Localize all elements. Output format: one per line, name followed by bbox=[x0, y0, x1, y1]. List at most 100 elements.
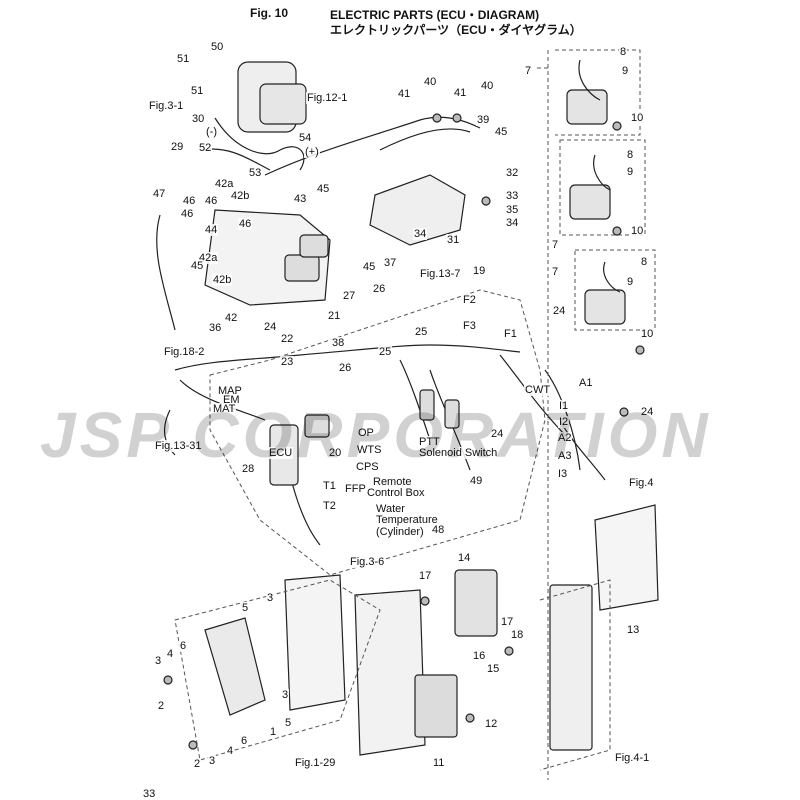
callout-25: 25 bbox=[378, 346, 393, 358]
callout-positive: (+) bbox=[304, 146, 320, 158]
callout-T1: T1 bbox=[322, 480, 337, 492]
callout-41: 41 bbox=[397, 88, 412, 100]
rectifier-shape bbox=[414, 674, 458, 738]
callout-I2: I2 bbox=[558, 416, 570, 428]
callout-4: 4 bbox=[226, 745, 235, 757]
callout-26: 26 bbox=[338, 362, 353, 374]
callout-33: 33 bbox=[505, 190, 520, 202]
callout-I3: I3 bbox=[557, 468, 569, 480]
callout-2: 2 bbox=[193, 758, 202, 770]
callout-45: 45 bbox=[494, 126, 509, 138]
callout-46: 46 bbox=[238, 218, 253, 230]
callout-46: 46 bbox=[180, 208, 195, 220]
callout-17: 17 bbox=[418, 570, 433, 582]
callout-4: 4 bbox=[166, 648, 175, 660]
callout-9: 9 bbox=[621, 65, 630, 77]
callout-19: 19 bbox=[472, 265, 487, 277]
callout-13: 13 bbox=[626, 624, 641, 636]
callout-OP: OP bbox=[357, 427, 375, 439]
callout-fig1-29: Fig.1-29 bbox=[294, 757, 337, 769]
callout-fig18-2: Fig.18-2 bbox=[163, 346, 206, 358]
callout-38: 38 bbox=[331, 337, 346, 349]
lower-ecu-shape bbox=[204, 617, 266, 716]
callout-3: 3 bbox=[266, 592, 275, 604]
callout-CWT: CWT bbox=[524, 384, 552, 396]
bracket-right-shape bbox=[549, 584, 593, 751]
callout-A1: A1 bbox=[578, 377, 594, 389]
callout-9: 9 bbox=[626, 166, 635, 178]
callout-CPS: CPS bbox=[355, 461, 380, 473]
callout-cylinder: (Cylinder) bbox=[375, 526, 425, 538]
callout-7: 7 bbox=[524, 65, 533, 77]
callout-16: 16 bbox=[472, 650, 487, 662]
callout-31: 31 bbox=[446, 234, 461, 246]
callout-11: 11 bbox=[432, 757, 446, 769]
callout-42a: 42a bbox=[214, 178, 235, 190]
callout-WTS: WTS bbox=[356, 444, 383, 456]
callout-45: 45 bbox=[362, 261, 377, 273]
callout-5: 5 bbox=[284, 717, 293, 729]
callout-3: 3 bbox=[208, 755, 217, 767]
callout-32: 32 bbox=[505, 167, 520, 179]
callout-54: 54 bbox=[298, 132, 313, 144]
callout-53: 53 bbox=[248, 167, 263, 179]
callout-10: 10 bbox=[630, 112, 645, 124]
callout-52: 52 bbox=[198, 142, 213, 154]
callout-27: 27 bbox=[342, 290, 357, 302]
callout-fig13-31: Fig.13-31 bbox=[154, 440, 203, 452]
callout-20: 20 bbox=[328, 447, 343, 459]
callout-10: 10 bbox=[640, 328, 655, 340]
callout-2: 2 bbox=[157, 700, 166, 712]
callout-29: 29 bbox=[170, 141, 185, 153]
callout-solenoid-switch: Solenoid Switch bbox=[418, 447, 499, 459]
callout-40: 40 bbox=[480, 80, 495, 92]
page-number: 33 bbox=[143, 788, 156, 800]
callout-fig12-1: Fig.12-1 bbox=[306, 92, 349, 104]
callout-fig3-1: Fig.3-1 bbox=[148, 100, 185, 112]
callout-42b: 42b bbox=[230, 190, 251, 202]
figure-title-jp: エレクトリックパーツ（ECU・ダイヤグラム） bbox=[330, 23, 582, 37]
callout-48: 48 bbox=[431, 524, 446, 536]
callout-T2: T2 bbox=[322, 500, 337, 512]
callout-36: 36 bbox=[208, 322, 223, 334]
callout-14: 14 bbox=[457, 552, 472, 564]
callout-FFP: FFP bbox=[344, 483, 367, 495]
connector-block-shape bbox=[454, 569, 498, 637]
callout-ECU: ECU bbox=[268, 447, 294, 459]
callout-F2: F2 bbox=[462, 294, 477, 306]
callout-3: 3 bbox=[281, 689, 290, 701]
callout-44: 44 bbox=[204, 224, 219, 236]
callout-42b: 42b bbox=[212, 274, 233, 286]
callout-42: 42 bbox=[224, 312, 239, 324]
callout-10: 10 bbox=[630, 225, 645, 237]
callout-24: 24 bbox=[640, 406, 655, 418]
callout-28: 28 bbox=[241, 463, 256, 475]
callout-18: 18 bbox=[510, 629, 525, 641]
callout-6: 6 bbox=[240, 735, 249, 747]
callout-39: 39 bbox=[476, 114, 491, 126]
callout-remote: Remote bbox=[372, 476, 413, 488]
callout-8: 8 bbox=[640, 256, 649, 268]
callout-1: 1 bbox=[269, 726, 278, 738]
callout-46: 46 bbox=[204, 195, 219, 207]
callout-8: 8 bbox=[619, 46, 628, 58]
callout-MAT: MAT bbox=[212, 403, 237, 415]
callout-37: 37 bbox=[383, 257, 398, 269]
callout-47: 47 bbox=[152, 188, 167, 200]
callout-21: 21 bbox=[327, 310, 342, 322]
callout-fig4: Fig.4 bbox=[628, 477, 655, 489]
callout-35: 35 bbox=[505, 204, 520, 216]
callout-6: 6 bbox=[179, 640, 188, 652]
ignition-coil-2-shape bbox=[569, 184, 611, 220]
callout-24: 24 bbox=[263, 321, 278, 333]
callout-fig13-7: Fig.13-7 bbox=[419, 268, 462, 280]
figure-number: Fig. 10 bbox=[250, 6, 289, 20]
callout-24: 24 bbox=[552, 305, 567, 317]
ignition-coil-1-shape bbox=[566, 89, 608, 125]
callout-12: 12 bbox=[484, 718, 499, 730]
callout-PTT: PTT bbox=[418, 436, 441, 448]
callout-34: 34 bbox=[413, 228, 428, 240]
callout-15: 15 bbox=[486, 663, 501, 675]
